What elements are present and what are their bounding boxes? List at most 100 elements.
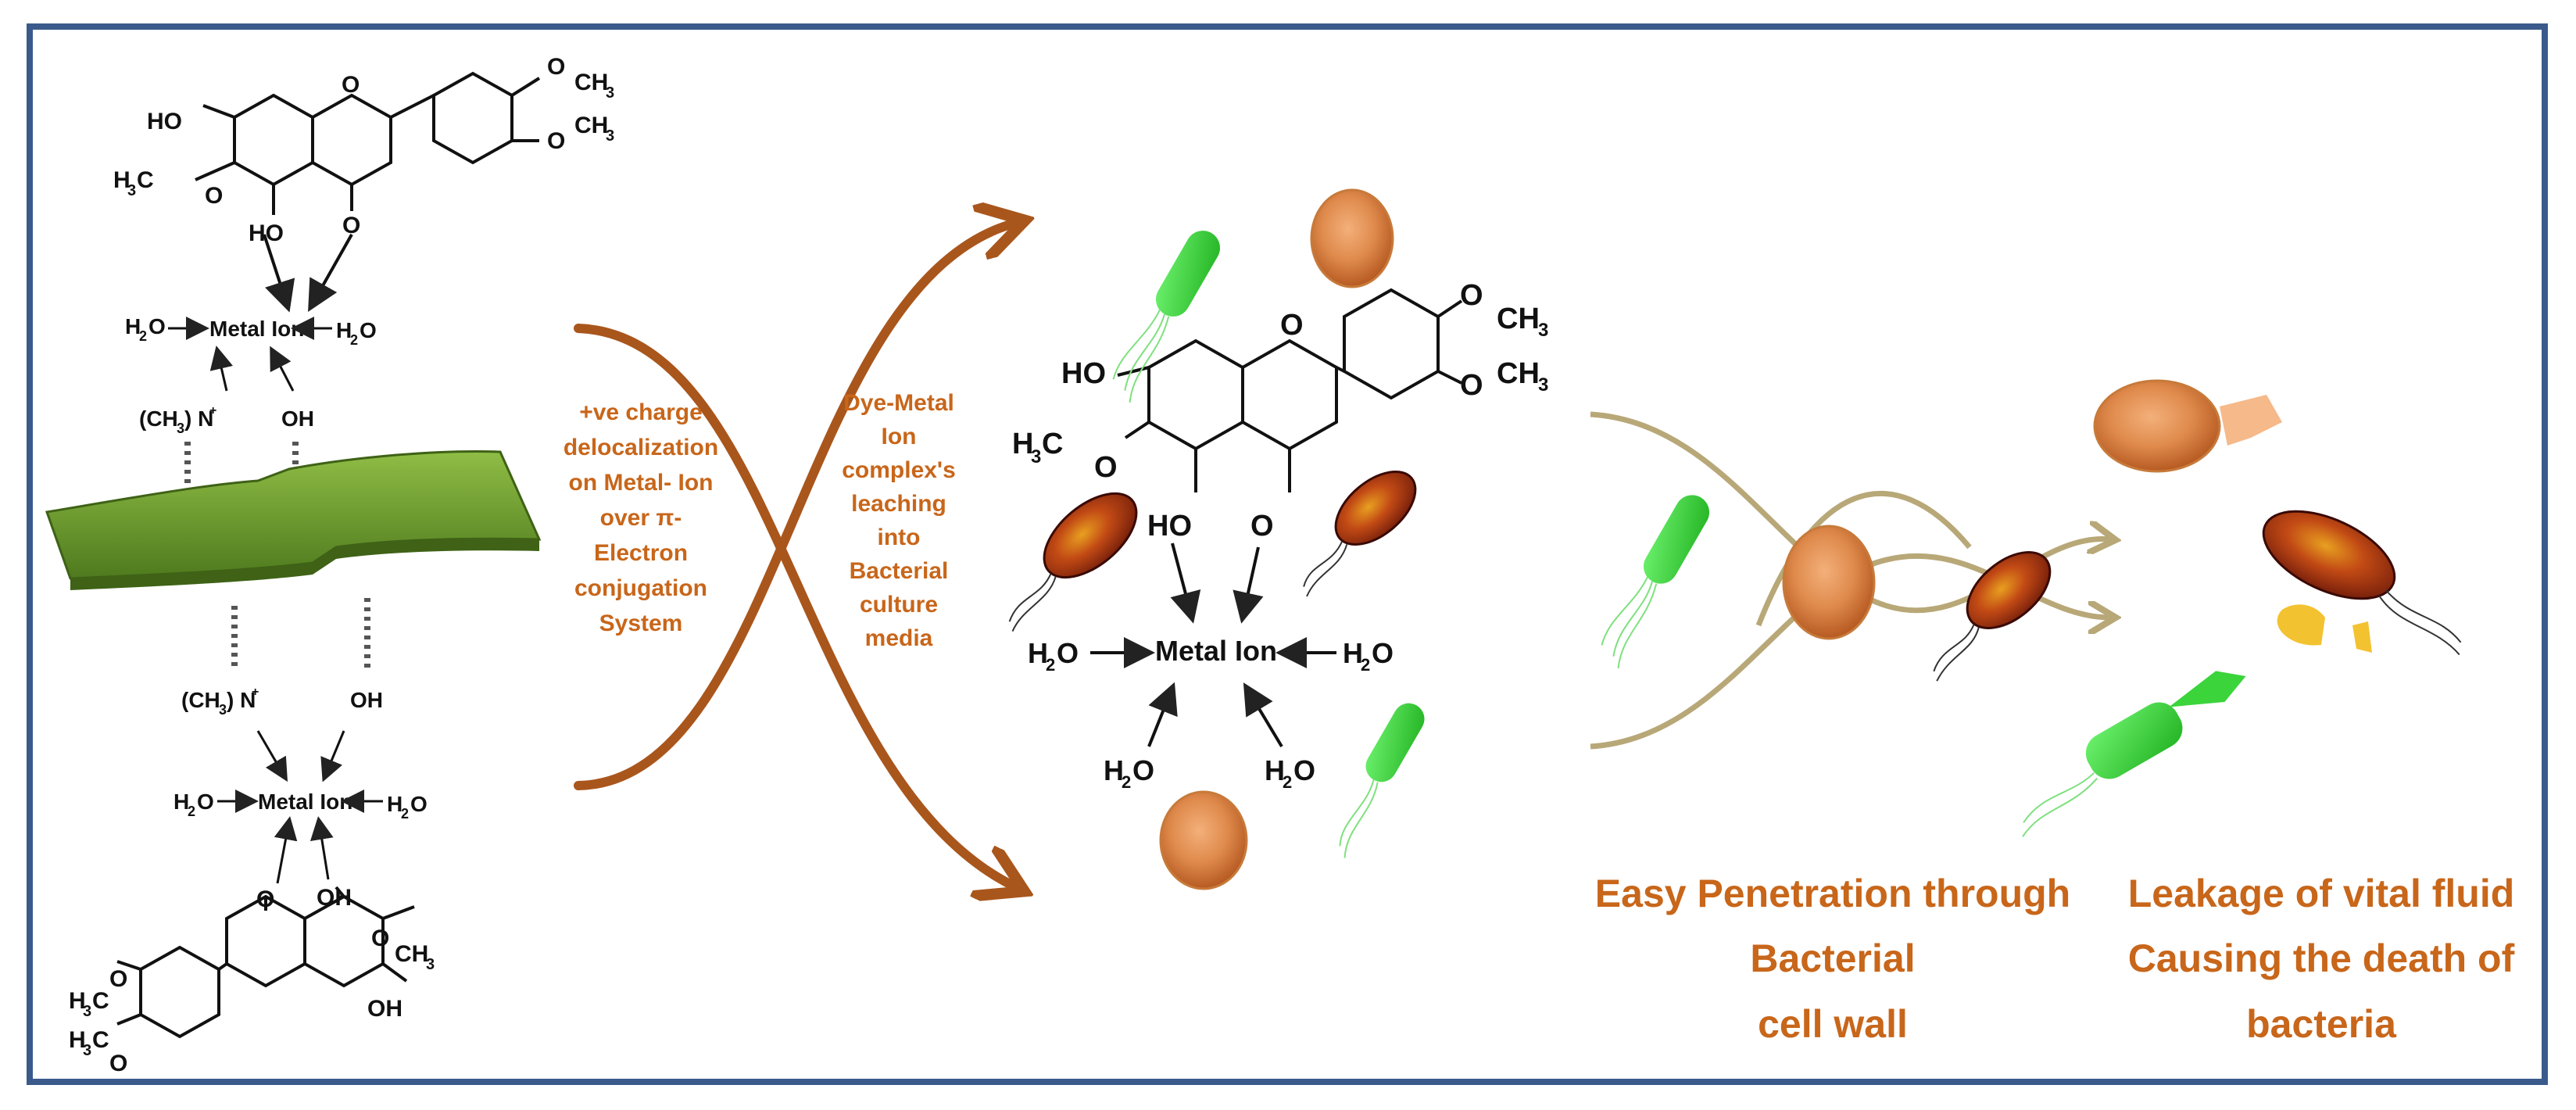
center-ome-top-o: O	[1460, 279, 1483, 312]
charge-text-line-4: over π-	[600, 505, 682, 531]
bottom-ammonium-tail: ) N	[227, 688, 256, 712]
center-ome-top-ch: CH	[1497, 303, 1540, 335]
subscript-2: 2	[350, 332, 358, 348]
bottom-h3c-a-c: C	[92, 988, 109, 1014]
center-water-br-o: O	[1293, 754, 1315, 786]
center-ring-c	[1241, 338, 1338, 451]
top-water-left-o: O	[148, 314, 166, 338]
leaching-text-line-8: media	[865, 625, 933, 651]
figure-border	[27, 23, 2548, 1085]
subscript-2: 2	[1361, 655, 1370, 675]
bottom-ch3: CH	[395, 941, 428, 967]
center-water-br-h: H	[1265, 754, 1285, 786]
bottom-oh-top: OH	[317, 885, 352, 911]
center-h3c-h: H	[1012, 428, 1033, 460]
subscript-3: 3	[83, 1003, 91, 1020]
subscript-3: 3	[606, 127, 614, 145]
center-ho: HO	[1061, 357, 1106, 390]
cocci-bacterium	[1159, 790, 1248, 890]
center-molecule-labels: HO O O CH 3 O CH 3 H 3 C O HO O Metal Io…	[1012, 279, 1548, 792]
center-lower-ho: HO	[1147, 510, 1192, 542]
top-water-left-h: H	[125, 314, 141, 338]
subscript-2: 2	[1122, 772, 1131, 792]
subscript-2: 2	[401, 806, 409, 822]
center-ome-bottom-o: O	[1460, 369, 1483, 402]
bottom-metal-ion-label: Metal Ion	[258, 790, 352, 814]
green-bacterium	[1339, 703, 1425, 858]
subscript-3: 3	[1538, 320, 1548, 341]
leaching-text-line-1: Dye-Metal	[843, 390, 954, 416]
center-flavonoid-molecule	[1090, 288, 1463, 748]
right-bacteria	[1601, 379, 2462, 837]
top-h3c-c: C	[137, 167, 154, 193]
bottom-water-right-h: H	[387, 792, 402, 816]
middle-left-text: +ve charge delocalization on Metal- Ion …	[564, 399, 718, 636]
subscript-2: 2	[188, 804, 195, 819]
green-bacterium	[1601, 495, 1709, 668]
subscript-3: 3	[1031, 446, 1041, 467]
top-water-right-o: O	[360, 318, 377, 342]
leaching-text-line-6: Bacterial	[850, 558, 949, 584]
middle-right-text: Dye-Metal Ion complex's leaching into Ba…	[842, 390, 956, 651]
center-carbonyl-o: O	[1250, 510, 1274, 542]
top-lower-ho: HO	[249, 220, 284, 246]
leaching-text-line-3: complex's	[842, 457, 956, 483]
leaked-fluid-yellow	[2277, 604, 2325, 646]
bottom-hydroxyl-label: OH	[350, 688, 383, 712]
center-methoxy-o: O	[1094, 451, 1118, 484]
top-molecule-labels: HO O CH 3 O CH 3 H 3 C O O HO O	[113, 54, 614, 246]
subscript-2: 2	[1283, 772, 1292, 792]
lower-curved-arrow	[574, 223, 1016, 790]
cocci-bacterium	[1310, 188, 1394, 288]
leaching-text-line-4: leaching	[851, 491, 946, 517]
penetration-line-1: Easy Penetration through	[1595, 872, 2070, 915]
leaching-text-line-7: culture	[860, 592, 938, 618]
rod-bacterium	[1933, 551, 2052, 682]
bottom-carbonyl-o: O	[256, 886, 274, 912]
top-ome2-o: O	[547, 128, 565, 154]
center-metal-ion-label: Metal Ion	[1155, 635, 1277, 667]
bottom-h3c-b-h: H	[69, 1027, 86, 1053]
charge-text-line-3: on Metal- Ion	[569, 470, 714, 496]
center-h3c-c: C	[1042, 428, 1063, 460]
subscript-3: 3	[426, 956, 435, 973]
leakage-line-1: Leakage of vital fluid	[2128, 872, 2515, 915]
subscript-2: 2	[1046, 655, 1055, 675]
bottom-molecule-labels: O OH O CH 3 OH H 3 C O H 3 C O	[69, 885, 435, 1076]
center-water-left-o: O	[1057, 637, 1079, 669]
top-methoxy-o: O	[205, 183, 223, 209]
charge-text-line-1: +ve charge	[579, 399, 703, 425]
bottom-methoxy-o2: O	[109, 966, 127, 992]
leaching-text-line-2: Ion	[882, 424, 917, 449]
ruptured-rod-bacterium	[2262, 510, 2462, 656]
bottom-linkers: (CH 3 ) N + OH	[181, 598, 383, 782]
penetration-line-3: cell wall	[1758, 1002, 1908, 1046]
center-water-left-h: H	[1028, 637, 1048, 669]
green-substrate-sheet	[45, 449, 542, 590]
center-bacteria	[1008, 188, 1425, 890]
subscript-3: 3	[1538, 374, 1548, 396]
crossed-arrows	[574, 223, 1016, 887]
charge-text-line-7: System	[599, 610, 683, 636]
top-ring-o: O	[342, 72, 360, 98]
cocci-bacterium	[1782, 525, 1876, 640]
ruptured-green-bacterium	[2022, 671, 2246, 837]
bottom-flavonoid-molecule	[116, 886, 415, 1039]
center-water-bl-o: O	[1132, 754, 1154, 786]
center-ring-o: O	[1280, 309, 1304, 342]
strand-mid	[1755, 491, 1972, 627]
rod-bacterium	[1303, 470, 1417, 597]
subscript-3: 3	[219, 702, 227, 718]
top-metal-complex: H 2 O Metal Ion H 2 O	[125, 314, 377, 392]
bottom-h3c-a-h: H	[69, 988, 86, 1014]
top-ome2-ch: CH	[574, 113, 608, 138]
top-ammonium-tail: ) N	[184, 406, 213, 431]
leakage-caption: Leakage of vital fluid Causing the death…	[2128, 872, 2515, 1046]
upper-curved-arrow	[574, 324, 1016, 887]
subscript-3: 3	[83, 1042, 91, 1059]
top-flavonoid-molecule	[195, 71, 541, 313]
top-ho-label: HO	[147, 109, 182, 134]
top-hydroxyl-label: OH	[281, 406, 314, 431]
rod-bacterium	[1008, 492, 1138, 632]
